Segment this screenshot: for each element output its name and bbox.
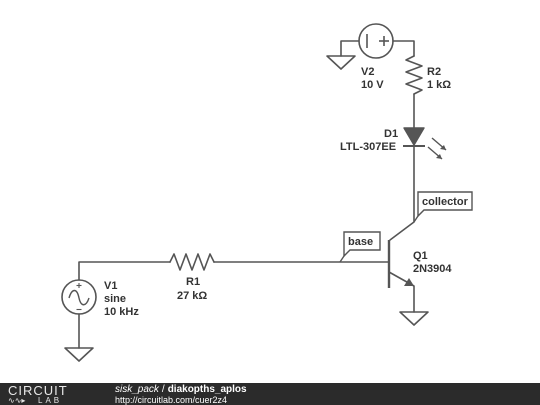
- q1-label: Q1: [413, 250, 428, 262]
- v1-type: sine: [104, 293, 126, 305]
- r1-resistor[interactable]: [169, 253, 215, 271]
- base-flag-label: base: [348, 236, 373, 248]
- d1-led[interactable]: [403, 127, 425, 147]
- circuit-url-link[interactable]: http://circuitlab.com/cuer2z4: [115, 395, 228, 405]
- v2-voltage-source[interactable]: [358, 23, 394, 59]
- q1-ground-symbol: [399, 311, 429, 326]
- v1-sine-source[interactable]: [61, 279, 97, 315]
- v1-r1-wire: [78, 261, 171, 281]
- v1-frequency: 10 kHz: [104, 306, 139, 318]
- path-separator: /: [161, 384, 165, 395]
- v2-r2-wire: [392, 40, 415, 57]
- r2-value: 1 kΩ: [427, 79, 451, 91]
- q1-transistor[interactable]: [387, 240, 415, 288]
- collector-flag[interactable]: collector: [413, 191, 473, 223]
- d1-value: LTL-307EE: [340, 141, 396, 153]
- v2-ground-symbol: [326, 55, 356, 70]
- q1-value: 2N3904: [413, 263, 452, 275]
- v1-label: V1: [104, 280, 117, 292]
- v2-value: 10 V: [361, 79, 384, 91]
- r1-value: 27 kΩ: [177, 290, 207, 302]
- logo-wave-icon: ∿∿▸: [8, 396, 26, 405]
- v1-ground-symbol: [64, 347, 94, 362]
- v2-ground-wire: [340, 40, 360, 57]
- collector-flag-label: collector: [422, 196, 469, 208]
- r1-label: R1: [186, 276, 200, 288]
- r2-resistor[interactable]: [405, 55, 423, 95]
- base-flag[interactable]: base: [339, 231, 381, 263]
- logo-bottom-text: LAB: [38, 396, 63, 405]
- circuit-user-link[interactable]: sisk_pack: [115, 384, 159, 395]
- v2-label: V2: [361, 66, 374, 78]
- d1-label: D1: [384, 128, 398, 140]
- d1-collector-wire: [389, 145, 415, 241]
- circuit-title: diakopths_aplos: [167, 384, 247, 395]
- circuit-path: sisk_pack/diakopths_aplos: [115, 385, 247, 395]
- r2-label: R2: [427, 66, 441, 78]
- footer-bar: CIRCUIT ∿∿▸ LAB sisk_pack/diakopths_aplo…: [0, 383, 540, 405]
- circuitlab-logo[interactable]: CIRCUIT ∿∿▸ LAB: [8, 383, 100, 405]
- led-light-emission-icon: [427, 137, 447, 160]
- logo-top-text: CIRCUIT: [8, 383, 68, 398]
